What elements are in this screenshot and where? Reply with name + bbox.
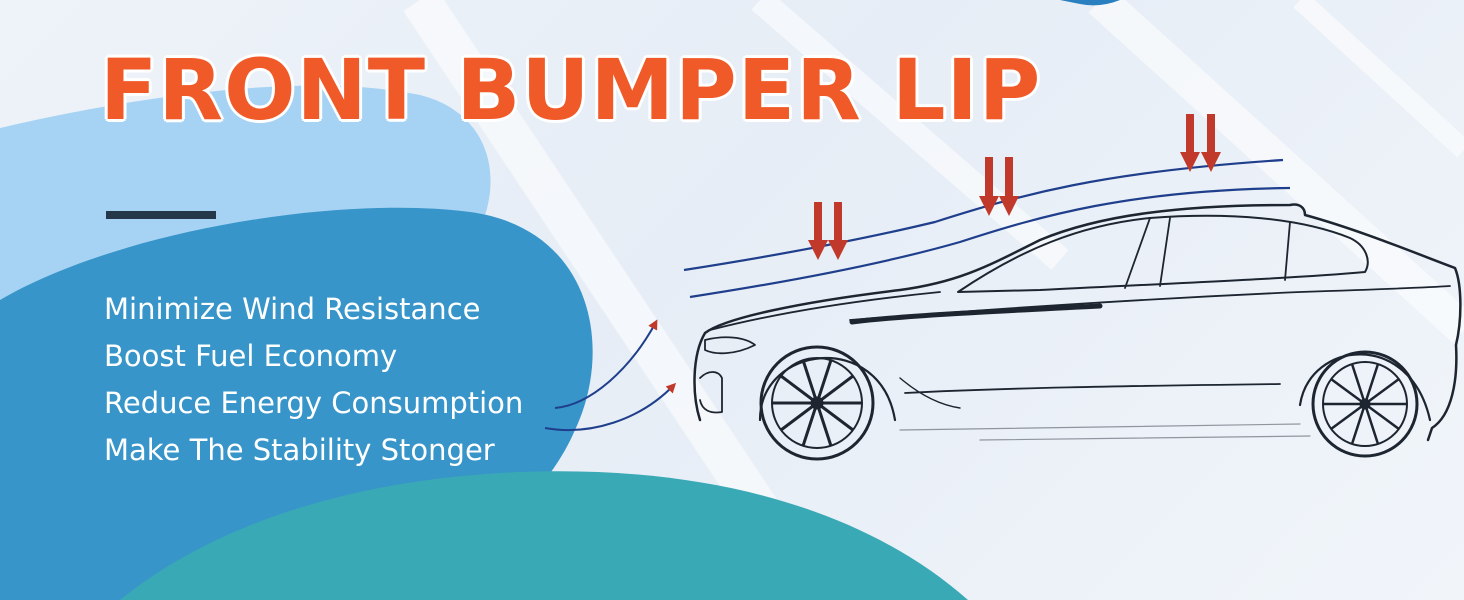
list-item: Minimize Wind Resistance bbox=[104, 292, 481, 326]
title-divider bbox=[106, 211, 216, 219]
list-item: Make The Stability Stonger bbox=[104, 433, 495, 467]
list-item: Boost Fuel Economy bbox=[104, 339, 398, 373]
car-drawing bbox=[693, 203, 1462, 442]
list-item: Reduce Energy Consumption bbox=[104, 386, 524, 420]
page-title: FRONT BUMPER LIP bbox=[100, 41, 1042, 139]
down-arrow-icon bbox=[808, 114, 1221, 260]
top-blob bbox=[1060, 0, 1120, 6]
wheel-icon bbox=[759, 345, 1419, 461]
feature-list: Minimize Wind Resistance Boost Fuel Econ… bbox=[104, 286, 523, 474]
airflow-arrow-icon bbox=[544, 319, 677, 432]
teal-blob bbox=[120, 471, 968, 600]
airflow-lines bbox=[683, 158, 1291, 299]
